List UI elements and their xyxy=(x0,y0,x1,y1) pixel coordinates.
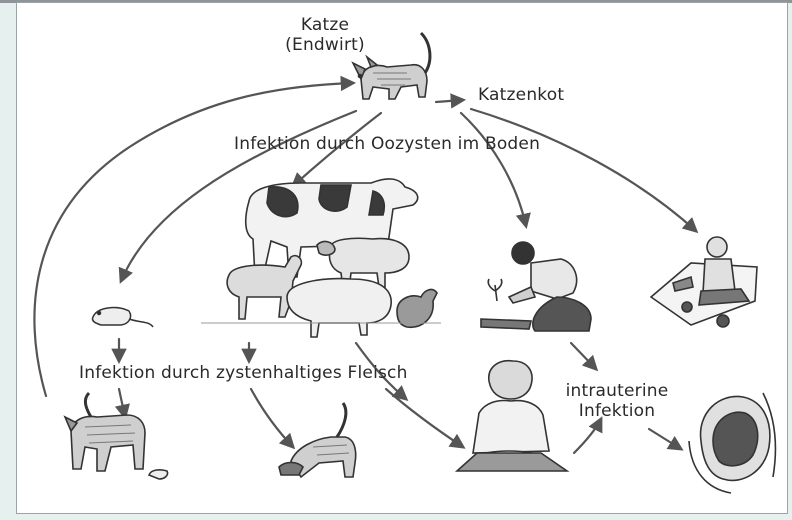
sheep-icon xyxy=(328,237,410,290)
arrow-feces-to-child xyxy=(469,107,699,234)
woman-eating-illustration xyxy=(454,359,570,472)
cat-host-illustration xyxy=(351,31,432,100)
arrow-feces-to-gardener xyxy=(459,111,531,230)
arrow-gardener-to-intrauterine xyxy=(569,341,599,372)
intrauterine-label-line2: Infektion xyxy=(578,401,656,421)
arrow-woman-to-intrauterine xyxy=(572,416,603,455)
fetus-uterus-illustration xyxy=(688,392,777,494)
diagram-frame: Katze (Endwirt) Katzenkot Infektion durc… xyxy=(16,2,788,514)
soil-infection-label: Infektion durch Oozysten im Boden xyxy=(234,134,541,154)
cat-host-label: Katze (Endwirt) xyxy=(265,15,385,55)
child-sandbox-illustration xyxy=(649,236,758,328)
cat-host-label-line2: (Endwirt) xyxy=(285,35,365,55)
mouse-illustration xyxy=(91,306,154,328)
meat-infection-label: Infektion durch zystenhaltiges Fleisch xyxy=(79,363,408,383)
pig-icon xyxy=(286,277,392,338)
cat-with-mouse-illustration xyxy=(63,391,169,480)
intrauterine-label-line1: intrauterine xyxy=(565,381,669,401)
intrauterine-label: intrauterine Infektion xyxy=(557,381,677,421)
arrow-animals-to-cat-lower xyxy=(249,387,296,450)
arrow-return-to-cat xyxy=(33,75,357,398)
arrow-animals-to-woman-lower xyxy=(384,387,466,449)
arrow-feces-to-mouse xyxy=(118,109,358,284)
gardener-illustration xyxy=(480,241,592,332)
arrow-mouse-to-cat-lower xyxy=(114,387,130,421)
cat-eating-illustration xyxy=(278,402,357,479)
diagram-canvas xyxy=(33,31,777,494)
top-border xyxy=(0,0,792,3)
arrow-feces-to-cow xyxy=(290,111,383,189)
arrow-cat-to-feces xyxy=(434,93,467,109)
arrow-intrauterine-to-fetus xyxy=(647,427,684,451)
cat-feces-label: Katzenkot xyxy=(478,85,565,105)
cat-host-label-line1: Katze xyxy=(300,15,350,35)
arrow-animals-to-woman xyxy=(354,341,409,402)
farm-animals-illustration xyxy=(201,178,441,338)
goat-icon xyxy=(226,254,303,320)
cycle-arrows xyxy=(33,75,699,455)
hen-icon xyxy=(396,288,438,328)
